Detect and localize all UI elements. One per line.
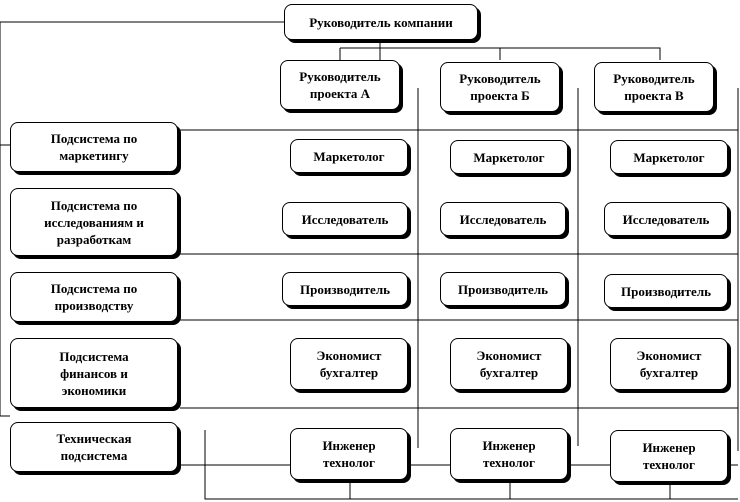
producer-a-box: Производитель [282,272,408,306]
subsystem-marketing-box: Подсистема по маркетингу [10,122,178,172]
economist-a-box: Экономист бухгалтер [290,338,408,390]
project-manager-a-box: Руководитель проекта А [280,60,400,110]
subsystem-production-box: Подсистема по производству [10,272,178,322]
subsystem-marketing-label: Подсистема по маркетингу [50,131,138,163]
economist-v-label: Экономист бухгалтер [636,348,702,380]
producer-v-label: Производитель [620,283,711,299]
producer-v-box: Производитель [604,274,728,308]
engineer-a-label: Инженер технолог [322,438,376,470]
company-head-label: Руководитель компании [309,14,453,30]
marketer-a-box: Маркетолог [290,139,408,173]
company-head-box: Руководитель компании [284,4,478,40]
subsystem-technical-box: Техническая подсистема [10,422,178,472]
marketer-b-label: Маркетолог [473,149,545,165]
project-manager-b-box: Руководитель проекта Б [440,62,560,112]
engineer-b-label: Инженер технолог [482,438,536,470]
researcher-v-box: Исследователь [604,202,728,236]
project-manager-v-box: Руководитель проекта В [594,62,714,112]
engineer-a-box: Инженер технолог [290,428,408,480]
researcher-v-label: Исследователь [622,211,710,227]
subsystem-research-box: Подсистема по исследованиям и разработка… [10,188,178,256]
researcher-b-box: Исследователь [440,202,566,236]
subsystem-finance-label: Подсистема финансов и экономики [59,348,129,398]
economist-b-box: Экономист бухгалтер [450,338,568,390]
producer-a-label: Производитель [299,281,390,297]
economist-b-label: Экономист бухгалтер [476,348,542,380]
marketer-v-box: Маркетолог [610,140,728,174]
subsystem-research-label: Подсистема по исследованиям и разработка… [44,197,144,247]
project-manager-b-label: Руководитель проекта Б [459,71,541,103]
researcher-b-label: Исследователь [459,211,547,227]
engineer-v-box: Инженер технолог [610,430,728,482]
marketer-v-label: Маркетолог [633,149,705,165]
marketer-a-label: Маркетолог [313,148,385,164]
subsystem-production-label: Подсистема по производству [50,281,138,313]
researcher-a-label: Исследователь [301,211,389,227]
project-manager-v-label: Руководитель проекта В [613,71,695,103]
project-manager-a-label: Руководитель проекта А [299,69,381,101]
economist-a-label: Экономист бухгалтер [316,348,382,380]
producer-b-box: Производитель [440,272,566,306]
researcher-a-box: Исследователь [282,202,408,236]
economist-v-box: Экономист бухгалтер [610,338,728,390]
marketer-b-box: Маркетолог [450,140,568,174]
producer-b-label: Производитель [457,281,548,297]
engineer-b-box: Инженер технолог [450,428,568,480]
subsystem-finance-box: Подсистема финансов и экономики [10,338,178,408]
engineer-v-label: Инженер технолог [642,440,696,472]
subsystem-technical-label: Техническая подсистема [56,431,132,463]
